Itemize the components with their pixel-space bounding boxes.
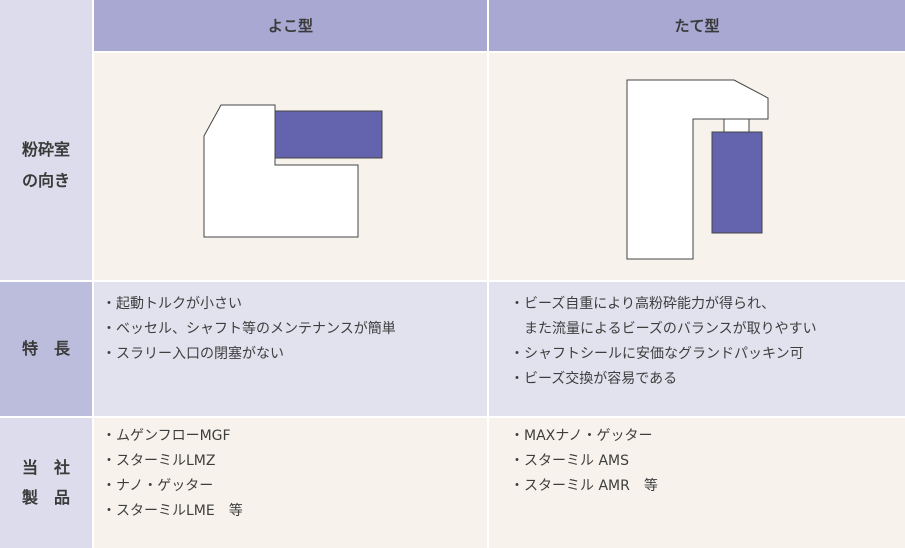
list-item: ・スターミルLME 等 bbox=[102, 503, 243, 519]
list-item: また流量によるビーズのバランスが取りやすい bbox=[524, 321, 817, 337]
row-label-chamber-orientation: 粉砕室 の向き bbox=[0, 51, 92, 280]
list-item: ・MAXナノ・ゲッター bbox=[510, 428, 653, 444]
tate-products-cell: ・MAXナノ・ゲッター ・スターミル AMS ・スターミル AMR 等 bbox=[489, 418, 905, 548]
yoko-features-list: ・起動トルクが小さい ・ベッセル、シャフト等のメンテナンスが簡単 ・スラリー入口… bbox=[102, 292, 487, 367]
yoko-products-cell: ・ムゲンフローMGF ・スターミルLMZ ・ナノ・ゲッター ・スターミルLME … bbox=[94, 418, 487, 548]
row-label-line-1: 当 社 bbox=[21, 457, 70, 477]
row-label-line-1: 粉砕室 bbox=[21, 140, 70, 160]
list-item: ・シャフトシールに安価なグランドパッキン可 bbox=[510, 346, 804, 362]
yoko-diagram-cell bbox=[94, 53, 487, 280]
row-label-features-text: 特 長 bbox=[21, 338, 70, 358]
list-item: ・スラリー入口の閉塞がない bbox=[102, 346, 284, 362]
column-header-yoko-label: よこ型 bbox=[267, 17, 313, 35]
horizontal-chamber-diagram bbox=[203, 104, 383, 238]
yoko-products-list: ・ムゲンフローMGF ・スターミルLMZ ・ナノ・ゲッター ・スターミルLME … bbox=[102, 424, 487, 524]
list-item: ・スターミル AMR 等 bbox=[510, 478, 658, 494]
tate-diagram-cell bbox=[489, 53, 905, 280]
list-item: ・ベッセル、シャフト等のメンテナンスが簡単 bbox=[102, 321, 396, 337]
list-item: ・ナノ・ゲッター bbox=[102, 478, 214, 494]
corner-cell bbox=[0, 0, 92, 280]
list-item: ・ビーズ交換が容易である bbox=[510, 371, 678, 387]
row-label-products: 当 社 製 品 bbox=[0, 418, 92, 548]
row-label-features: 特 長 bbox=[0, 282, 92, 416]
row-label-line-2: 製 品 bbox=[21, 488, 70, 507]
row-label-line-2: の向き bbox=[21, 170, 70, 190]
column-header-yoko: よこ型 bbox=[94, 0, 487, 51]
tate-products-list: ・MAXナノ・ゲッター ・スターミル AMS ・スターミル AMR 等 bbox=[510, 424, 905, 499]
vertical-chamber-diagram bbox=[626, 79, 769, 260]
list-item: ・ムゲンフローMGF bbox=[102, 428, 231, 444]
column-header-tate-label: たて型 bbox=[674, 17, 720, 35]
list-item: ・ビーズ自重により高粉砕能力が得られ、 bbox=[510, 296, 776, 312]
column-header-tate: たて型 bbox=[489, 0, 905, 51]
tate-features-cell: ・ビーズ自重により高粉砕能力が得られ、 また流量によるビーズのバランスが取りやす… bbox=[489, 282, 905, 416]
list-item: ・スターミル AMS bbox=[510, 453, 629, 469]
yoko-features-cell: ・起動トルクが小さい ・ベッセル、シャフト等のメンテナンスが簡単 ・スラリー入口… bbox=[94, 282, 487, 416]
list-item: ・スターミルLMZ bbox=[102, 453, 216, 469]
list-item: ・起動トルクが小さい bbox=[102, 296, 242, 312]
tate-features-list: ・ビーズ自重により高粉砕能力が得られ、 また流量によるビーズのバランスが取りやす… bbox=[510, 292, 905, 392]
